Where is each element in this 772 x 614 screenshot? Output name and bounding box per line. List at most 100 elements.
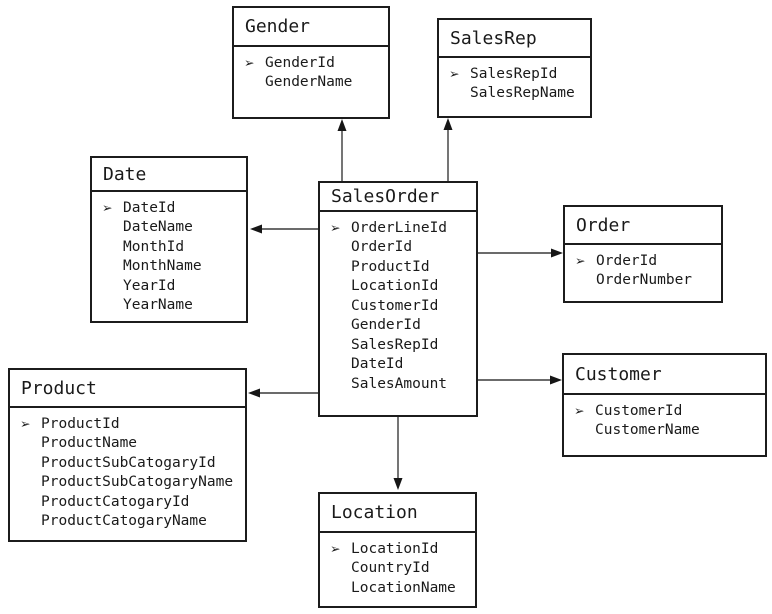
entity-title-gender: Gender bbox=[234, 8, 388, 47]
field-row: YearId bbox=[102, 276, 246, 296]
primary-key-icon: ➢ bbox=[244, 54, 255, 70]
arrowhead-down-icon bbox=[393, 478, 403, 490]
relationship-salesorder-product bbox=[248, 388, 318, 398]
field-row: ProductCatogaryName bbox=[20, 512, 245, 532]
field-row: CustomerName bbox=[574, 421, 765, 441]
field-row: ➢ ProductId bbox=[20, 414, 245, 434]
field-row: ➢ OrderLineId bbox=[330, 218, 476, 238]
field-name: LocationId bbox=[351, 540, 439, 557]
field-name: GenderId bbox=[265, 54, 335, 71]
field-row: ➢ SalesRepId bbox=[449, 64, 590, 84]
field-row: SalesRepId bbox=[330, 335, 476, 355]
field-name: YearId bbox=[123, 277, 176, 294]
entity-title-product: Product bbox=[10, 370, 245, 408]
field-row: LocationId bbox=[330, 277, 476, 297]
arrowhead-left-icon bbox=[250, 224, 262, 234]
field-name: SalesRepId bbox=[470, 65, 558, 82]
entity-title-customer: Customer bbox=[564, 355, 765, 395]
field-row: ProductSubCatogaryId bbox=[20, 453, 245, 473]
field-row: MonthId bbox=[102, 237, 246, 257]
field-name: LocationId bbox=[351, 278, 439, 295]
field-row: YearName bbox=[102, 296, 246, 316]
relationship-salesorder-customer bbox=[478, 375, 562, 385]
arrowhead-up-icon bbox=[443, 118, 453, 130]
field-row: ➢OrderId bbox=[575, 251, 721, 271]
field-name: OrderId bbox=[351, 239, 413, 256]
field-name: OrderNumber bbox=[596, 272, 693, 289]
relationship-salesorder-salesrep bbox=[443, 118, 453, 181]
field-row: CustomerId bbox=[330, 296, 476, 316]
field-name: CountryId bbox=[351, 560, 430, 577]
relationship-salesorder-location bbox=[393, 417, 403, 490]
field-name: DateId bbox=[123, 199, 176, 216]
field-name: GenderName bbox=[265, 74, 353, 91]
field-name: ProductId bbox=[351, 258, 430, 275]
field-name: ProductCatogaryName bbox=[41, 513, 207, 530]
arrowhead-right-icon bbox=[550, 375, 562, 385]
field-row: SalesAmount bbox=[330, 374, 476, 394]
field-name: SalesAmount bbox=[351, 375, 448, 392]
field-name: YearName bbox=[123, 297, 193, 314]
relationship-salesorder-order bbox=[478, 248, 563, 258]
field-row: ProductSubCatogaryName bbox=[20, 473, 245, 493]
field-row: ProductName bbox=[20, 434, 245, 454]
field-row: LocationName bbox=[330, 578, 475, 598]
field-row: ProductCatogaryId bbox=[20, 492, 245, 512]
primary-key-icon: ➢ bbox=[574, 402, 585, 418]
entity-title-location: Location bbox=[320, 494, 475, 533]
field-row: OrderId bbox=[330, 238, 476, 258]
primary-key-icon: ➢ bbox=[330, 219, 341, 235]
field-row: ProductId bbox=[330, 257, 476, 277]
primary-key-icon: ➢ bbox=[449, 65, 460, 81]
field-row: ➢ LocationId bbox=[330, 539, 475, 559]
relationship-salesorder-date bbox=[250, 224, 318, 234]
primary-key-icon: ➢ bbox=[20, 415, 31, 431]
field-row: ➢ GenderId bbox=[244, 53, 388, 73]
arrowhead-right-icon bbox=[551, 248, 563, 258]
field-row: DateName bbox=[102, 218, 246, 238]
field-name: CustomerId bbox=[351, 297, 439, 314]
field-row: GenderName bbox=[244, 73, 388, 93]
field-name: DateName bbox=[123, 219, 193, 236]
primary-key-icon: ➢ bbox=[330, 540, 341, 556]
field-row: MonthName bbox=[102, 257, 246, 277]
entity-title-date: Date bbox=[92, 158, 246, 192]
field-row: GenderId bbox=[330, 316, 476, 336]
field-name: DateId bbox=[351, 356, 404, 373]
field-name: GenderId bbox=[351, 317, 421, 334]
field-name: MonthId bbox=[123, 238, 185, 255]
arrowhead-left-icon bbox=[248, 388, 260, 398]
entity-title-salesrep: SalesRep bbox=[439, 20, 590, 58]
field-name: CustomerId bbox=[595, 402, 683, 419]
field-name: SalesRepId bbox=[351, 336, 439, 353]
entity-title-order: Order bbox=[565, 207, 721, 245]
field-name: OrderLineId bbox=[351, 219, 448, 236]
relationship-salesorder-gender bbox=[337, 119, 347, 181]
arrowhead-up-icon bbox=[337, 119, 347, 131]
field-name: SalesRepName bbox=[470, 85, 575, 102]
field-row: SalesRepName bbox=[449, 84, 590, 104]
field-name: ProductSubCatogaryId bbox=[41, 454, 216, 471]
primary-key-icon: ➢ bbox=[102, 199, 113, 215]
field-name: ProductCatogaryId bbox=[41, 493, 190, 510]
field-row: ➢ DateId bbox=[102, 198, 246, 218]
field-name: MonthName bbox=[123, 258, 202, 275]
field-name: ProductId bbox=[41, 415, 120, 432]
primary-key-icon: ➢ bbox=[575, 252, 586, 268]
